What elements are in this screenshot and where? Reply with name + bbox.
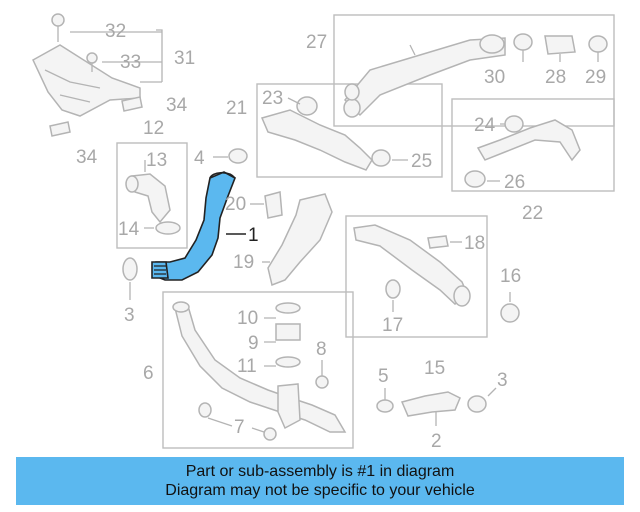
callout-25: 25	[411, 151, 432, 172]
banner-line-disclaimer: Diagram may not be specific to your vehi…	[165, 482, 475, 499]
callout-31: 31	[174, 48, 195, 69]
callout-26: 26	[504, 172, 525, 193]
callout-7: 7	[234, 417, 245, 438]
group-box-12	[116, 142, 188, 249]
callout-32: 32	[105, 21, 126, 42]
callout-2: 2	[431, 431, 442, 452]
callout-33: 33	[120, 52, 141, 73]
callout-23: 23	[262, 88, 283, 109]
callout-5: 5	[378, 366, 389, 387]
elbow-hose-12	[125, 160, 181, 235]
callout-4: 4	[194, 148, 205, 169]
callout-20: 20	[225, 194, 246, 215]
callout-9: 9	[248, 333, 259, 354]
intake-hose-21	[260, 96, 408, 171]
callout-34: 34	[76, 147, 98, 168]
callout-3: 3	[497, 370, 508, 391]
info-banner: Part or sub-assembly is #1 in diagram Di…	[16, 457, 624, 505]
callout-10: 10	[237, 308, 258, 329]
callout-14: 14	[118, 219, 140, 240]
callout-1: 1	[248, 225, 259, 246]
group-box-15	[345, 215, 488, 338]
intercooler-hose-part-1	[151, 171, 237, 281]
hose-2	[376, 387, 497, 426]
loose-parts	[122, 148, 520, 323]
callout-13: 13	[146, 150, 167, 171]
group-box-22	[451, 98, 615, 192]
callout-6: 6	[143, 363, 154, 384]
intercooler-pipe-27	[343, 33, 608, 118]
callout-12: 12	[143, 118, 164, 139]
callout-22: 22	[522, 203, 543, 224]
callout-19: 19	[233, 252, 254, 273]
callout-18: 18	[464, 233, 485, 254]
charge-pipe-6	[172, 301, 347, 441]
callout-16: 16	[500, 266, 521, 287]
bracket-assembly	[32, 13, 163, 137]
callout-8: 8	[316, 339, 327, 360]
callout-15: 15	[424, 358, 445, 379]
callout-29: 29	[585, 67, 606, 88]
callout-17: 17	[382, 315, 403, 336]
group-box-6	[162, 291, 354, 449]
hose-22	[464, 115, 581, 188]
callout-3: 3	[124, 305, 135, 326]
callout-28: 28	[545, 67, 566, 88]
callout-24: 24	[474, 115, 496, 136]
callout-27: 27	[306, 32, 327, 53]
group-box-27	[333, 14, 615, 127]
callout-34: 34	[166, 95, 188, 116]
banner-line-part-info: Part or sub-assembly is #1 in diagram	[185, 463, 455, 480]
callout-21: 21	[226, 98, 247, 119]
callout-30: 30	[484, 67, 505, 88]
callout-11: 11	[237, 356, 257, 377]
